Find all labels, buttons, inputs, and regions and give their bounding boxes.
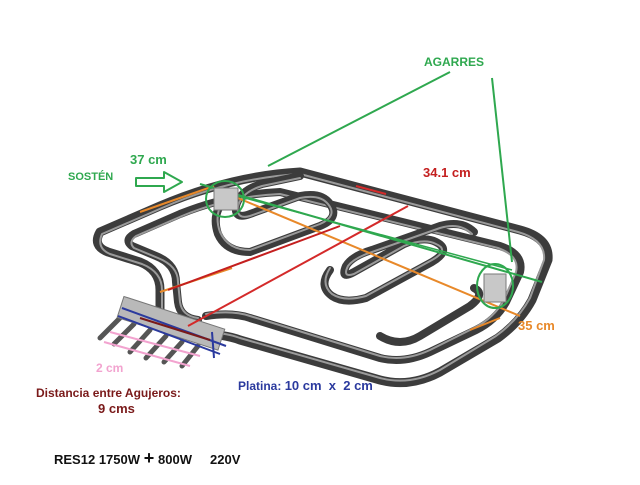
agarres-label: AGARRES [424, 55, 485, 69]
inner-loop-highlight [130, 193, 518, 359]
sosten-arrow-icon [135, 171, 183, 193]
support-brackets [213, 187, 507, 303]
power-secondary: 800W [158, 452, 192, 467]
plus-icon: + [143, 448, 155, 468]
right-serpentine-tube [320, 220, 478, 305]
terminal-pin [111, 321, 137, 347]
distance-value: 9 cms [98, 401, 135, 416]
red-diagonal-line-1 [187, 205, 409, 327]
red-top-segment [355, 185, 387, 195]
pin-2cm-label: 2 cm [96, 361, 124, 375]
green-pointer-left [267, 71, 451, 167]
maroon-plate-line [139, 317, 211, 341]
orange-depth-line [213, 187, 521, 317]
specs-line: RES12 1750W+800W 220V [54, 448, 241, 468]
platina-label: Platina: 10 cm x 2 cm [238, 378, 373, 393]
left-support-bracket [213, 187, 239, 211]
green-top-rail-2 [229, 193, 513, 271]
green-pointer-right [491, 77, 513, 263]
terminal-pin [179, 343, 201, 369]
inner-loop-tube [124, 188, 525, 364]
right-support-bracket [483, 273, 507, 303]
left-bracket-circle [205, 180, 245, 218]
diagonal-341-label: 34.1 cm [423, 165, 471, 180]
platina-value: 10 cm x 2 cm [284, 378, 373, 393]
sosten-label: SOSTÉN [68, 171, 114, 183]
distance-label: Distancia entre Agujeros: [36, 386, 181, 400]
blue-plate-line-2 [117, 315, 221, 355]
terminal-pin [97, 315, 123, 341]
red-diagonal-line-2 [167, 225, 341, 291]
model-code: RES12 [54, 452, 96, 467]
right-serpentine-highlight [324, 225, 473, 300]
measurement-lines [103, 71, 543, 367]
voltage-value: 220V [210, 452, 241, 467]
heating-element-tube [92, 167, 553, 388]
orange-right-tick [469, 317, 501, 331]
platina-title: Platina: [238, 379, 282, 393]
outer-loop-tube [92, 167, 553, 388]
pink-pin-line-1 [109, 331, 201, 357]
width-37-label: 37 cm [130, 152, 167, 167]
depth-35-label: 35 cm [518, 318, 555, 333]
power-primary: 1750W [98, 452, 141, 467]
blue-plate-tick [211, 331, 215, 359]
right-bracket-circle [476, 263, 514, 309]
green-top-rail [199, 183, 543, 283]
orange-width-line [139, 185, 215, 213]
pink-pin-line-2 [103, 341, 191, 367]
